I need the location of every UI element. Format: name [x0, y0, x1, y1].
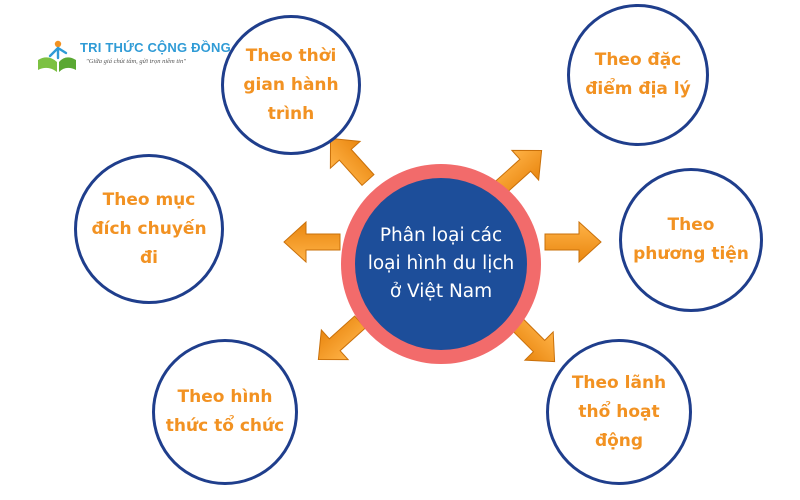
node-geography-label: Theo đặc điểm địa lý — [585, 50, 691, 99]
node-transport-label: Theo phương tiện — [633, 215, 749, 264]
logo-slogan: "Giữa giá chút tâm, gửi trọn niềm tin" — [86, 58, 186, 65]
node-transport: Theo phương tiện — [619, 168, 763, 312]
logo: TRI THỨC CỘNG ĐỒNG "Giữa giá chút tâm, g… — [36, 38, 231, 74]
node-organization-label: Theo hình thức tổ chức — [165, 387, 285, 436]
central-topic-inner: Phân loại các loại hình du lịch ở Việt N… — [355, 178, 527, 350]
node-time-label: Theo thời gian hành trình — [243, 45, 339, 124]
node-purpose-label: Theo mục đích chuyến đi — [91, 189, 207, 268]
arrow-to-time-icon — [329, 137, 375, 187]
node-territory-label: Theo lãnh thổ hoạt động — [571, 372, 667, 451]
node-territory: Theo lãnh thổ hoạt động — [546, 339, 692, 485]
logo-name: TRI THỨC CỘNG ĐỒNG — [80, 40, 231, 55]
central-topic: Phân loại các loại hình du lịch ở Việt N… — [341, 164, 541, 364]
node-geography: Theo đặc điểm địa lý — [567, 4, 709, 146]
logo-book-icon — [38, 40, 76, 72]
arrow-to-purpose-icon — [283, 220, 341, 264]
node-organization: Theo hình thức tổ chức — [152, 339, 298, 485]
central-topic-label: Phân loại các loại hình du lịch ở Việt N… — [367, 225, 515, 302]
arrow-to-organization-icon — [317, 315, 367, 361]
arrow-to-geography-icon — [493, 149, 543, 195]
arrow-to-transport-icon — [544, 220, 602, 264]
node-purpose: Theo mục đích chuyến đi — [74, 154, 224, 304]
node-time: Theo thời gian hành trình — [221, 15, 361, 155]
